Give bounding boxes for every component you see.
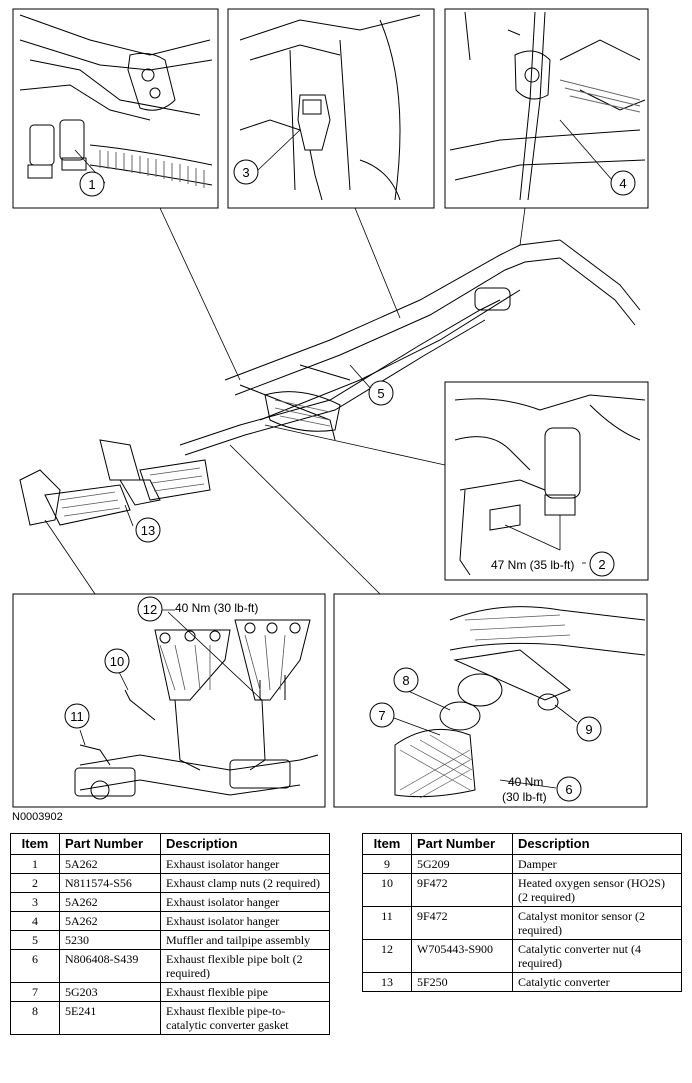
header-item: Item	[10, 833, 60, 855]
header-description: Description	[512, 833, 682, 855]
svg-text:9: 9	[585, 722, 592, 737]
svg-text:3: 3	[242, 165, 249, 180]
header-item: Item	[362, 833, 412, 855]
callout-11: 11	[64, 703, 90, 729]
cell-description: Exhaust flexible pipe	[160, 982, 330, 1002]
clamp-nut-torque-label: 47 Nm (35 lb-ft)	[491, 558, 574, 572]
svg-text:6: 6	[565, 782, 572, 797]
callout-9: 9	[576, 716, 602, 742]
svg-text:11: 11	[70, 709, 84, 724]
callout-5: 5	[368, 380, 394, 406]
callout-10: 10	[104, 648, 130, 674]
cell-item: 3	[10, 892, 60, 912]
cell-item: 1	[10, 854, 60, 874]
callout-12: 12	[137, 596, 163, 622]
svg-text:10: 10	[110, 654, 124, 669]
cell-part-number: 5E241	[59, 1001, 161, 1035]
cell-description: Damper	[512, 854, 682, 874]
cell-description: Muffler and tailpipe assembly	[160, 930, 330, 950]
cell-part-number: 5G209	[411, 854, 513, 874]
figure-id: N0003902	[12, 811, 63, 823]
header-description: Description	[160, 833, 330, 855]
cell-part-number: 5A262	[59, 854, 161, 874]
detail-box-flex-pipe: 40 Nm (30 lb-ft)	[333, 593, 648, 808]
callout-7: 7	[369, 702, 395, 728]
cell-item: 5	[10, 930, 60, 950]
svg-text:2: 2	[598, 557, 605, 572]
cell-item: 7	[10, 982, 60, 1002]
cell-item: 4	[10, 911, 60, 931]
header-part-number: Part Number	[59, 833, 161, 855]
cell-description: Exhaust flexible pipe-to-catalytic conve…	[160, 1001, 330, 1035]
cell-part-number: 9F472	[411, 873, 513, 907]
cell-part-number: N811574-S56	[59, 873, 161, 893]
callout-3: 3	[233, 159, 259, 185]
svg-text:7: 7	[378, 708, 385, 723]
exhaust-system-diagram: 47 Nm (35 lb-ft)	[12, 8, 649, 808]
header-part-number: Part Number	[411, 833, 513, 855]
cell-part-number: W705443-S900	[411, 939, 513, 973]
svg-text:13: 13	[141, 523, 155, 538]
cell-part-number: 5F250	[411, 972, 513, 992]
detail-box-hanger-3	[227, 8, 435, 209]
cell-item: 8	[10, 1001, 60, 1035]
cell-description: Exhaust isolator hanger	[160, 854, 330, 874]
cell-item: 6	[10, 949, 60, 983]
callout-1: 1	[79, 171, 105, 197]
cell-item: 10	[362, 873, 412, 907]
cell-description: Catalytic converter	[512, 972, 682, 992]
detail-box-hanger-1	[12, 8, 219, 209]
cell-item: 2	[10, 873, 60, 893]
cell-item: 11	[362, 906, 412, 940]
cell-item: 9	[362, 854, 412, 874]
cell-part-number: 5230	[59, 930, 161, 950]
callout-8: 8	[393, 667, 419, 693]
manifold-nut-torque-label: 40 Nm (30 lb-ft)	[175, 601, 258, 615]
cell-part-number: 5A262	[59, 911, 161, 931]
cell-description: Heated oxygen sensor (HO2S) (2 required)	[512, 873, 682, 907]
svg-text:8: 8	[402, 673, 409, 688]
cell-part-number: 5G203	[59, 982, 161, 1002]
callout-2: 2	[589, 551, 615, 577]
svg-text:5: 5	[377, 386, 384, 401]
cell-description: Exhaust isolator hanger	[160, 911, 330, 931]
cell-part-number: N806408-S439	[59, 949, 161, 983]
svg-text:12: 12	[143, 602, 157, 617]
svg-text:1: 1	[88, 177, 95, 192]
exhaust-overview	[19, 239, 641, 526]
cell-part-number: 5A262	[59, 892, 161, 912]
cell-description: Exhaust flexible pipe bolt (2 required)	[160, 949, 330, 983]
cell-description: Exhaust isolator hanger	[160, 892, 330, 912]
svg-text:4: 4	[619, 176, 626, 191]
callout-6: 6	[556, 776, 582, 802]
callout-13: 13	[135, 517, 161, 543]
cell-part-number: 9F472	[411, 906, 513, 940]
detail-box-clamp-nuts: 47 Nm (35 lb-ft)	[444, 381, 649, 581]
cell-item: 12	[362, 939, 412, 973]
cell-description: Exhaust clamp nuts (2 required)	[160, 873, 330, 893]
cell-description: Catalyst monitor sensor (2 required)	[512, 906, 682, 940]
callout-4: 4	[610, 170, 636, 196]
detail-box-manifold: 40 Nm (30 lb-ft)	[12, 593, 326, 808]
cell-item: 13	[362, 972, 412, 992]
cell-description: Catalytic converter nut (4 required)	[512, 939, 682, 973]
flex-bolt-torque-label-1: 40 Nm	[508, 775, 543, 789]
flex-bolt-torque-label-2: (30 lb-ft)	[502, 790, 547, 804]
